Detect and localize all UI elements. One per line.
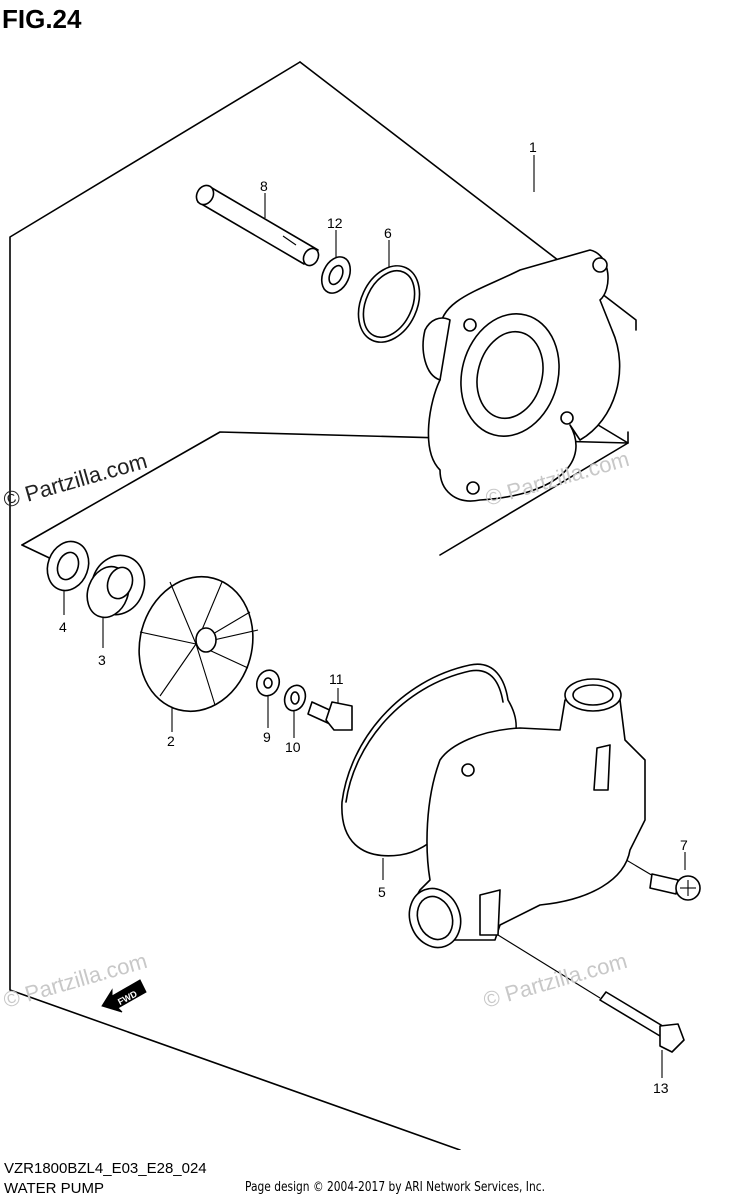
- washer-part-12: [320, 256, 352, 294]
- callout-8: 8: [260, 178, 268, 194]
- o-ring-part-6: [357, 265, 421, 343]
- callout-13: 13: [653, 1080, 669, 1096]
- callout-3: 3: [98, 652, 106, 668]
- callout-11: 11: [329, 671, 344, 687]
- shaft-part-8: [195, 184, 320, 267]
- washer-part-9: [255, 669, 281, 697]
- callout-9: 9: [263, 729, 271, 745]
- callout-7: 7: [680, 837, 688, 853]
- page-credit: Page design © 2004-2017 by ARI Network S…: [245, 1180, 545, 1195]
- callout-10: 10: [285, 739, 301, 755]
- bolt-part-11: [307, 701, 353, 731]
- exploded-parts-diagram: FWD © Partzilla.com © Partzilla.com © Pa…: [0, 61, 701, 1150]
- callout-5: 5: [378, 884, 386, 900]
- callout-6: 6: [384, 225, 392, 241]
- bolt-part-7: [649, 873, 701, 901]
- model-code: VZR1800BZL4_E03_E28_024: [4, 1160, 207, 1177]
- bolt-part-13: [599, 991, 685, 1053]
- callout-12: 12: [327, 215, 343, 231]
- assembly-boundary-right: [299, 61, 637, 331]
- callout-4: 4: [59, 619, 67, 635]
- diagram-name: WATER PUMP: [4, 1180, 104, 1197]
- callout-2: 2: [167, 733, 175, 749]
- forward-direction-arrow: FWD: [101, 979, 147, 1013]
- assembly-boundary-line: [9, 61, 461, 1150]
- watermark-main: © Partzilla.com: [0, 448, 149, 513]
- impeller-part-2: [138, 575, 259, 713]
- washer-part-10: [283, 684, 307, 712]
- callout-1: 1: [529, 139, 537, 155]
- oil-seal-part-4: [46, 540, 90, 592]
- cover-subassembly-boundary: [21, 431, 629, 546]
- bolt-axis-line-13: [497, 934, 601, 999]
- mechanical-seal-part-3: [86, 554, 146, 619]
- pump-body: [408, 678, 646, 949]
- figure-title: FIG.24: [2, 4, 82, 34]
- pump-cover-part-1: [422, 249, 621, 502]
